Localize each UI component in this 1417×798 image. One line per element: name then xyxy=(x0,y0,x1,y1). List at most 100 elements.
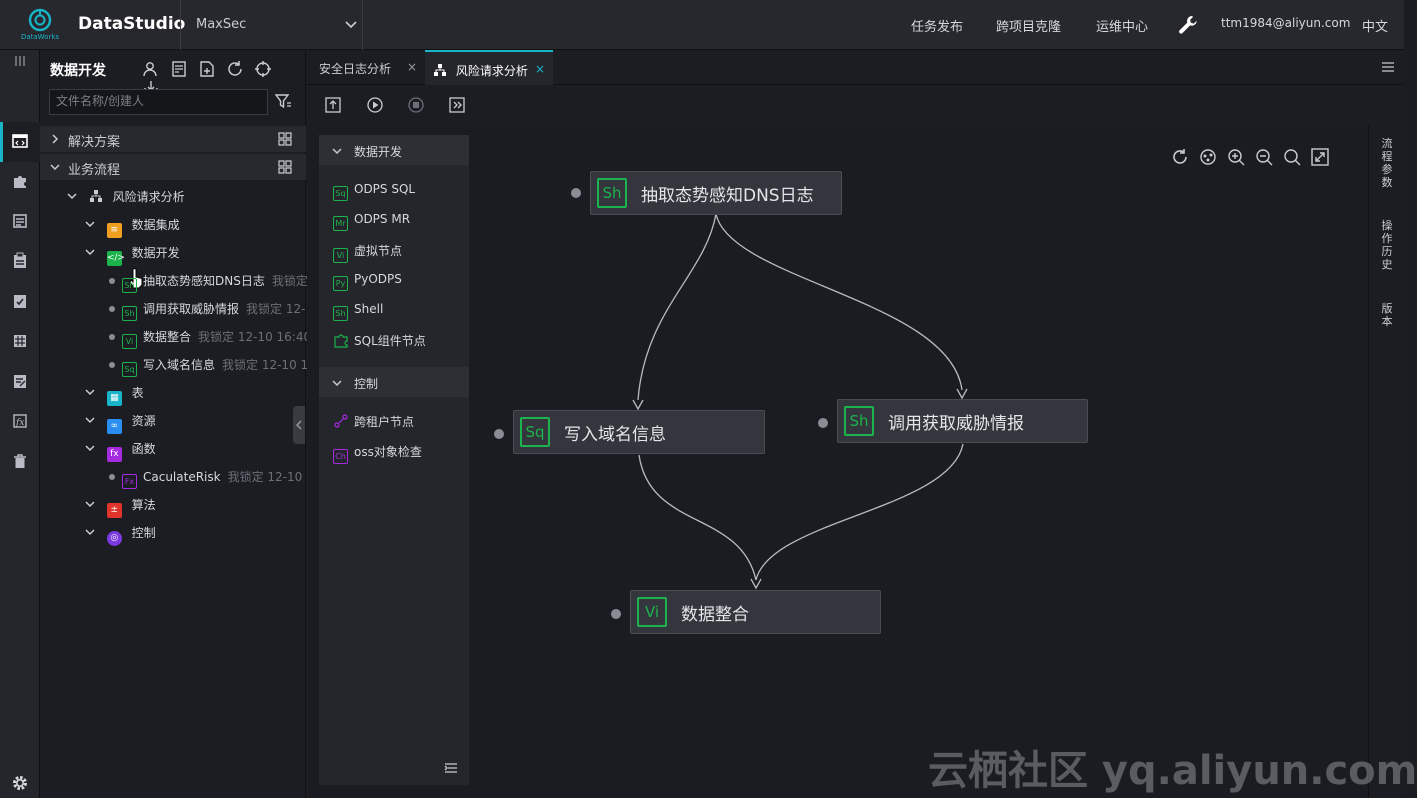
edit-document-icon[interactable] xyxy=(11,372,29,390)
function-name: CaculateRisk xyxy=(143,470,221,484)
tree-folder-function[interactable]: fx 函数 xyxy=(85,440,156,466)
section-label: 解决方案 xyxy=(68,135,121,150)
table-list-icon[interactable] xyxy=(11,212,29,230)
graph-node-label: 数据整合 xyxy=(681,605,749,625)
version-tab[interactable]: 版本 xyxy=(1381,302,1393,328)
refresh-icon[interactable] xyxy=(1170,147,1190,167)
graph-node-threat[interactable]: Sh 调用获取威胁情报 xyxy=(837,399,1088,443)
language-switch[interactable]: 中文 xyxy=(1362,20,1389,35)
fullscreen-icon[interactable] xyxy=(1310,147,1330,167)
palette-item-label: Shell xyxy=(354,302,384,316)
svg-text:fx: fx xyxy=(15,418,24,428)
locate-icon[interactable] xyxy=(254,60,272,78)
section-business-flows[interactable]: 业务流程 xyxy=(40,154,306,180)
flow-name: 风险请求分析 xyxy=(112,190,185,204)
search-icon[interactable] xyxy=(1282,147,1302,167)
palette-item-sql-component[interactable]: SQL组件节点 xyxy=(333,332,426,349)
tree-folder-integration[interactable]: ≡ 数据集成 xyxy=(85,216,180,242)
user-filter-icon[interactable] xyxy=(142,60,160,78)
palette-item-pyodps[interactable]: Py PyODPS xyxy=(333,272,402,291)
close-icon[interactable]: × xyxy=(406,60,417,74)
palette-group-control[interactable]: 控制 xyxy=(319,367,469,397)
puzzle-icon[interactable] xyxy=(11,172,29,190)
palette-item-cross-tenant[interactable]: 跨租户节点 xyxy=(333,413,414,430)
cross-tenant-icon xyxy=(334,414,348,428)
status-dot xyxy=(109,306,115,312)
flow-params-tab[interactable]: 流程参数 xyxy=(1381,137,1393,189)
folder-label: 资源 xyxy=(131,414,156,428)
node-input-port[interactable] xyxy=(494,429,504,439)
code-window-icon[interactable] xyxy=(11,132,29,150)
graph-node-domain[interactable]: Sq 写入域名信息 xyxy=(513,410,765,454)
nav-cross-project-clone[interactable]: 跨项目克隆 xyxy=(996,20,1062,35)
close-icon[interactable]: × xyxy=(534,62,545,76)
tree-folder-table[interactable]: ▦ 表 xyxy=(85,384,144,410)
tree-folder-algorithm[interactable]: ± 算法 xyxy=(85,496,156,522)
settings-gear-icon[interactable] xyxy=(11,774,29,792)
nav-task-publish[interactable]: 任务发布 xyxy=(911,20,964,35)
operation-history-tab[interactable]: 操作历史 xyxy=(1381,219,1393,271)
grid-view-icon[interactable] xyxy=(278,132,292,146)
chevron-left-icon xyxy=(296,420,302,430)
panel-collapse-handle[interactable] xyxy=(293,406,305,444)
function-icon[interactable]: fx xyxy=(11,412,29,430)
check-node-icon: Ch xyxy=(333,449,348,464)
palette-collapse-icon[interactable] xyxy=(444,761,458,775)
tree-panel-title: 数据开发 xyxy=(50,63,106,79)
clipboard-check-icon[interactable] xyxy=(11,292,29,310)
palette-item-shell[interactable]: Sh Shell xyxy=(333,302,383,321)
right-side-panel: 流程参数 操作历史 版本 xyxy=(1368,125,1404,798)
graph-node-dns[interactable]: Sh 抽取态势感知DNS日志 xyxy=(590,171,842,215)
collapse-menu-icon[interactable] xyxy=(12,54,28,68)
section-solutions[interactable]: 解决方案 xyxy=(40,126,306,152)
palette-item-label: ODPS MR xyxy=(354,212,411,226)
tree-flow-item[interactable]: 风险请求分析 xyxy=(67,188,185,214)
tab-menu-icon[interactable] xyxy=(1381,60,1395,74)
grid-view-icon[interactable] xyxy=(278,160,292,174)
palette-item-label: PyODPS xyxy=(354,272,402,286)
node-input-port[interactable] xyxy=(571,188,581,198)
dataworks-logo[interactable]: DataWorks xyxy=(18,8,62,46)
run-icon[interactable] xyxy=(366,96,384,114)
wrench-icon[interactable] xyxy=(1177,14,1199,36)
python-node-icon: Py xyxy=(333,276,348,291)
zoom-in-icon[interactable] xyxy=(1226,147,1246,167)
node-input-port[interactable] xyxy=(818,418,828,428)
palette-group-dev[interactable]: 数据开发 xyxy=(319,135,469,165)
shell-node-icon: Sh xyxy=(333,306,348,321)
new-file-icon[interactable] xyxy=(198,60,216,78)
tree-folder-control[interactable]: ◎ 控制 xyxy=(85,524,156,550)
chevron-right-icon xyxy=(52,134,59,144)
filter-icon[interactable] xyxy=(274,92,292,110)
graph-node-merge[interactable]: Vi 数据整合 xyxy=(630,590,881,634)
nav-ops-center[interactable]: 运维中心 xyxy=(1096,20,1149,35)
tab-security-log[interactable]: 安全日志分析 × xyxy=(307,50,425,85)
submit-icon[interactable] xyxy=(324,96,342,114)
file-search-input[interactable] xyxy=(56,94,261,108)
node-input-port[interactable] xyxy=(611,609,621,619)
grid-hash-icon[interactable] xyxy=(11,332,29,350)
user-account[interactable]: ttm1984@aliyun.com xyxy=(1221,16,1351,30)
tree-folder-dev[interactable]: </> 数据开发 xyxy=(85,244,180,270)
lock-status: 我锁定 12- xyxy=(246,302,306,316)
auto-layout-icon[interactable] xyxy=(1198,147,1218,167)
tree-folder-resource[interactable]: ∞ 资源 xyxy=(85,412,156,438)
project-selector[interactable]: MaxSec xyxy=(180,0,363,50)
go-to-ops-icon[interactable] xyxy=(448,96,466,114)
stop-icon[interactable] xyxy=(407,96,425,114)
clipboard-icon[interactable] xyxy=(11,252,29,270)
batch-operation-icon[interactable] xyxy=(170,60,188,78)
refresh-icon[interactable] xyxy=(226,60,244,78)
tab-risk-request[interactable]: 风险请求分析 × xyxy=(425,50,553,85)
trash-icon[interactable] xyxy=(11,452,29,470)
zoom-out-icon[interactable] xyxy=(1254,147,1274,167)
